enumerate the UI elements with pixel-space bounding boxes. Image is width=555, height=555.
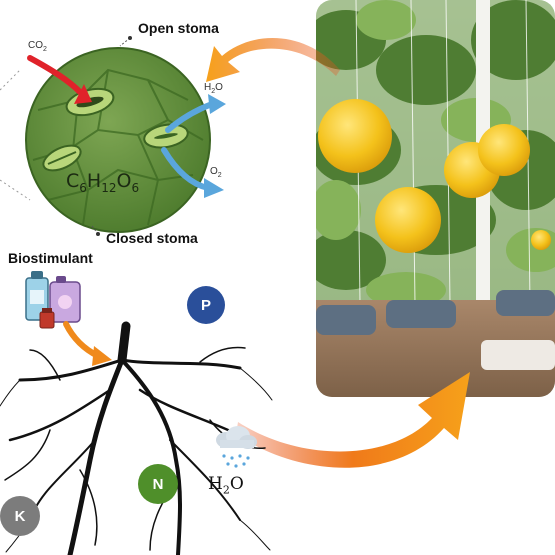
nitrogen-badge: N <box>138 464 178 504</box>
root-system <box>0 321 273 555</box>
rain-cloud-icon <box>216 426 257 468</box>
biostimulant-bottles-icon <box>25 271 81 329</box>
closed-stoma-shape <box>42 144 82 172</box>
co2-label: CO2 <box>28 40 47 53</box>
water-label: H2O <box>208 474 244 497</box>
melon-photo-illustration <box>316 0 555 397</box>
melon-greenhouse-photo <box>316 0 555 397</box>
photo-to-leaf-arrow <box>206 37 340 82</box>
o2-label: O2 <box>210 166 222 179</box>
biostimulant-arrow <box>63 321 112 366</box>
open-stoma-label: Open stoma <box>138 20 219 36</box>
closed-stoma-label: Closed stoma <box>106 230 198 246</box>
phosphorus-badge: P <box>187 286 225 324</box>
biostimulant-label: Biostimulant <box>8 250 93 266</box>
glucose-formula: C6H12O6 <box>66 170 140 195</box>
stoma-right-shape <box>143 123 189 149</box>
leaf-gas-arrows <box>0 36 226 236</box>
h2o-out-label: H2O <box>204 82 223 95</box>
potassium-badge: K <box>0 496 40 536</box>
